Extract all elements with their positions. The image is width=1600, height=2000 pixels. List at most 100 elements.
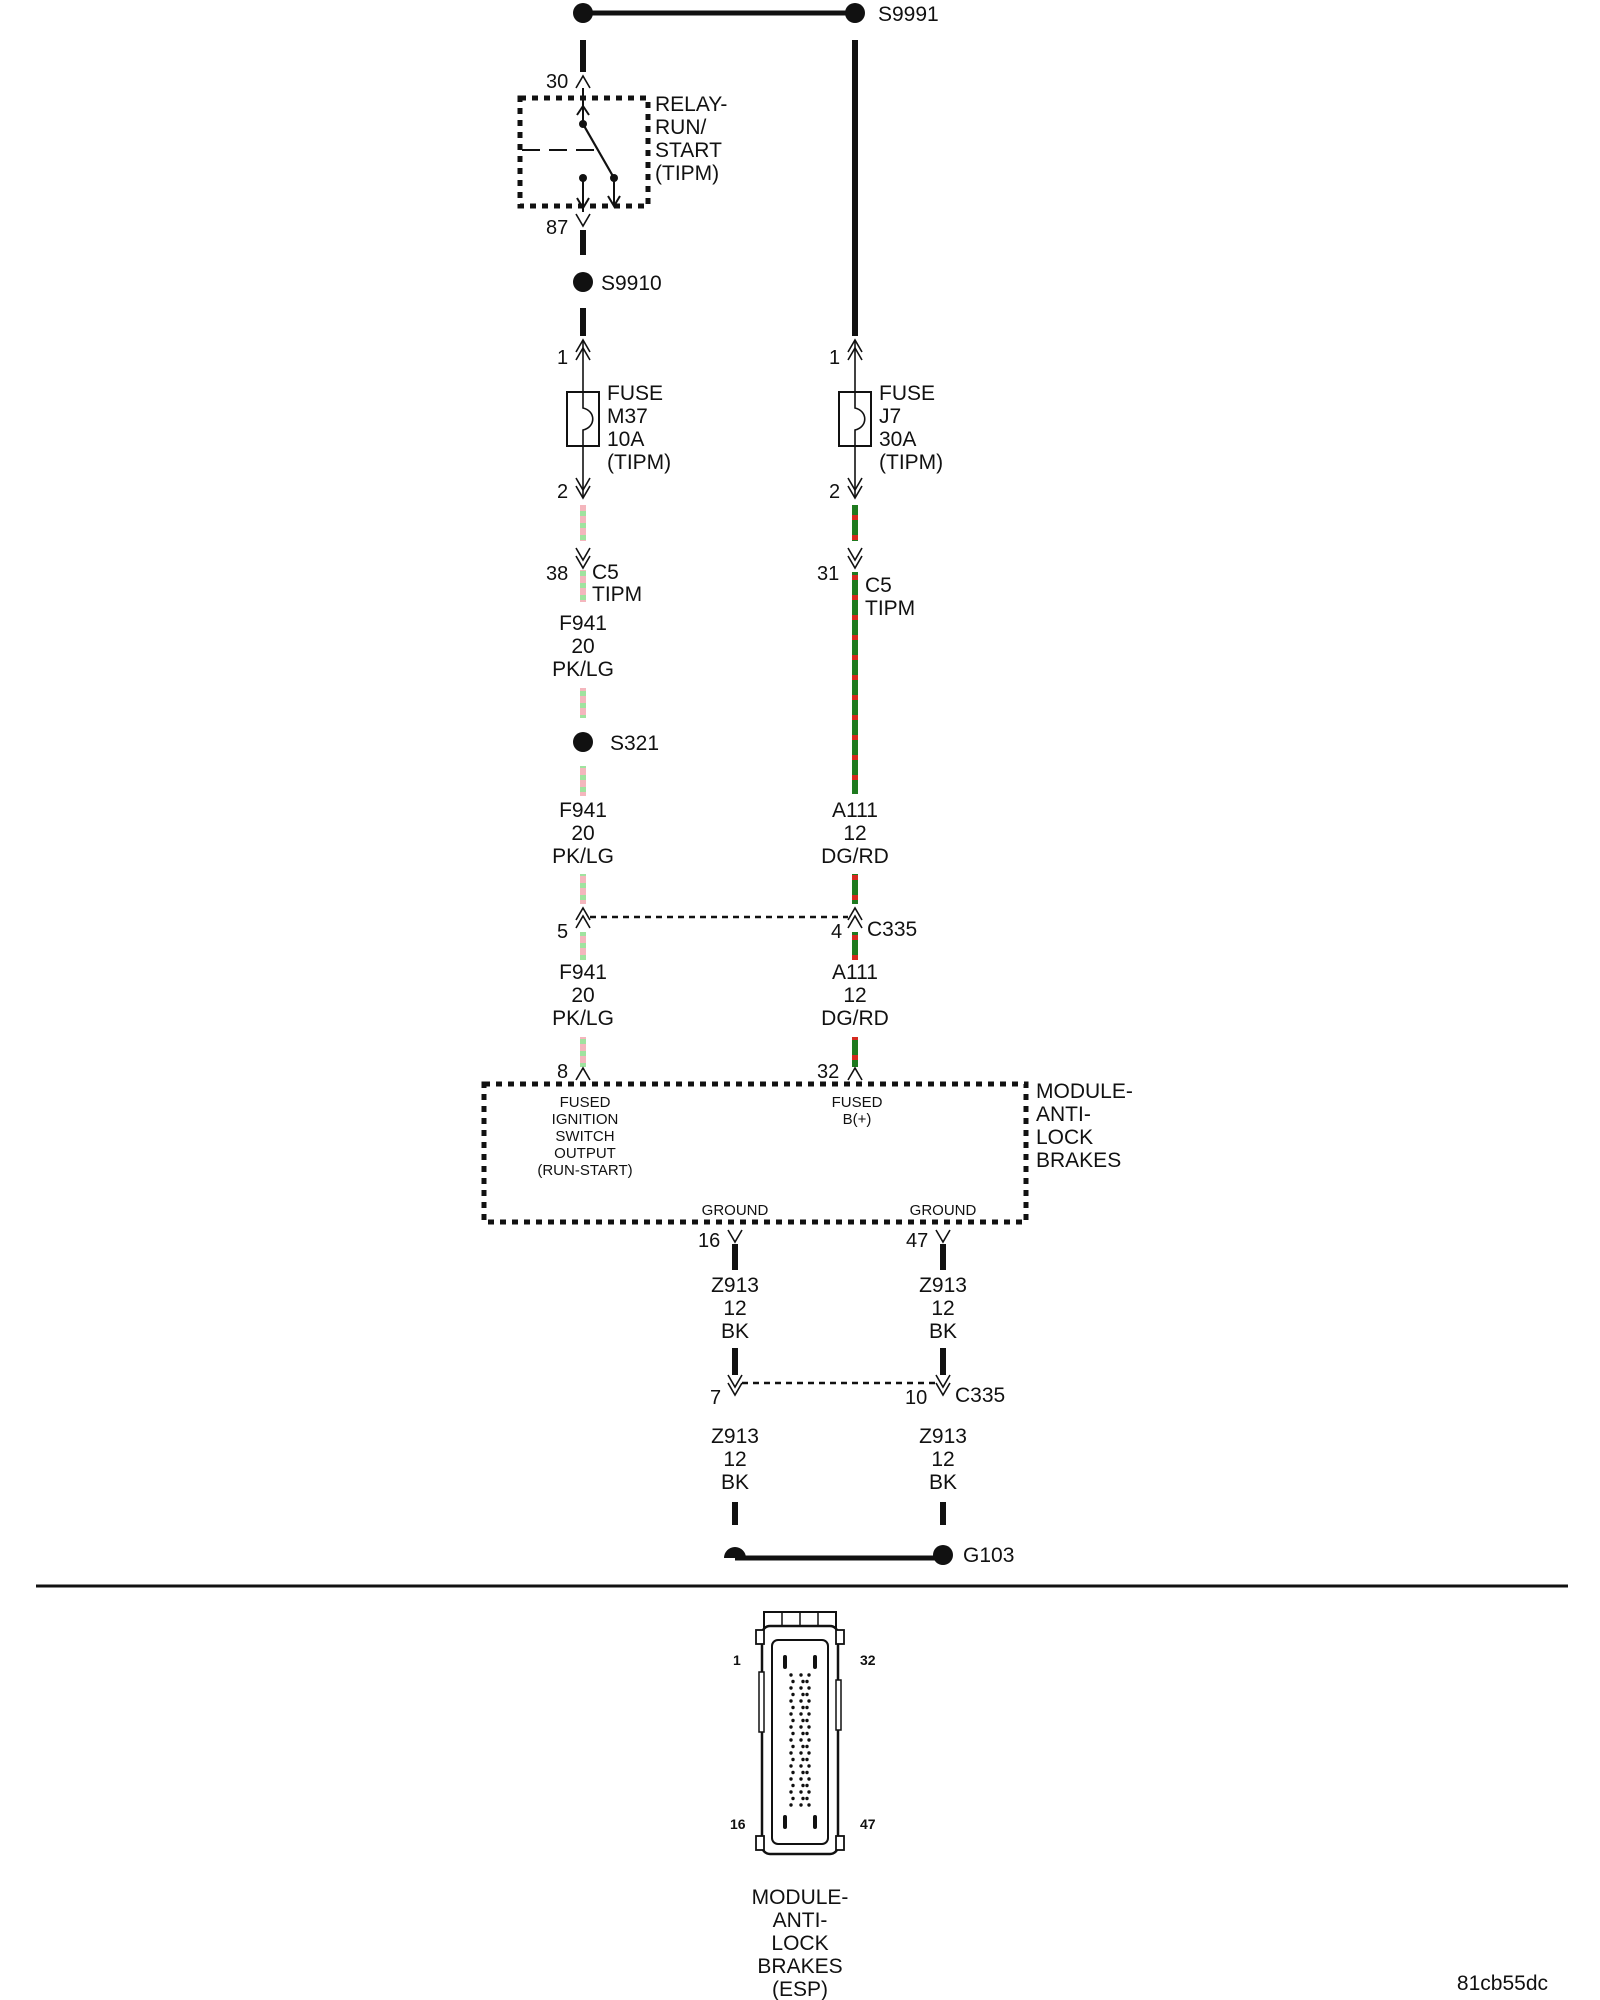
ground-left-dot	[724, 1547, 746, 1558]
connector-label-5: (ESP)	[772, 1978, 828, 2000]
pin-30-terminal	[575, 74, 591, 89]
top-bus: S9991	[573, 3, 939, 26]
wire-f941-a-line-1: F941	[559, 612, 607, 635]
fuse-m37-label-3: 10A	[607, 428, 644, 451]
wire-a111-b-line-1: A111	[832, 961, 878, 984]
connector-pin-cavity	[791, 1705, 795, 1710]
c5-left-pin: 38	[546, 563, 568, 585]
c5-left-label-1: C5	[592, 561, 619, 584]
connector-pin-cavity	[807, 1712, 811, 1716]
wire-f941-a-line-3: PK/LG	[552, 658, 614, 681]
connector-pin-cavity	[791, 1731, 795, 1736]
abs-pin-8: 8	[557, 1061, 568, 1083]
connector-left-tab-bottom	[755, 1835, 765, 1851]
abs-func-8-line-2: IGNITION	[552, 1111, 619, 1128]
wire-f941-seg-6	[580, 932, 586, 960]
connector-pin-cavity	[799, 1803, 803, 1807]
fuse-m37-pin-out: 2	[557, 481, 568, 503]
wire-z913-d-line-1: Z913	[919, 1425, 967, 1448]
wire-f941-c-line-3: PK/LG	[552, 1007, 614, 1030]
abs-module-box	[481, 1081, 1029, 1225]
connector-pin-cavity	[789, 1673, 793, 1677]
connector-pin-cavity	[791, 1796, 795, 1801]
c5-left-terminal-2	[575, 555, 591, 570]
connector-pin-cavity	[801, 1705, 805, 1710]
connector-pin-cavity	[799, 1699, 803, 1703]
fuse-j7-label-3: 30A	[879, 428, 916, 451]
connector-pin-cavity	[807, 1777, 811, 1781]
connector-pin-cavity	[807, 1751, 811, 1755]
connector-pin-cavity	[801, 1757, 805, 1762]
c335-lower-right-terminal-2	[935, 1382, 951, 1397]
connector-pin-cavity	[807, 1686, 811, 1690]
connector-pin-cavity	[789, 1777, 793, 1781]
abs-module-label-2: ANTI-	[1036, 1103, 1091, 1126]
fuse-j7: 1 2 FUSE J7 30A (TIPM)	[829, 338, 943, 503]
c335-upper-pin-right: 4	[831, 921, 842, 943]
wire-f941-seg-2	[580, 570, 586, 602]
connector-pin-cavity	[801, 1796, 805, 1801]
splice-s9910-dot	[573, 272, 593, 292]
bus-left-dot	[573, 3, 593, 23]
wire-f941-seg-1	[580, 505, 586, 541]
abs-func-8-line-4: OUTPUT	[554, 1145, 616, 1162]
abs-func-47: GROUND	[910, 1202, 977, 1219]
abs-module-label-4: BRAKES	[1036, 1149, 1121, 1172]
fuse-m37-pin-in: 1	[557, 347, 568, 369]
ground-g103-dot	[933, 1545, 953, 1565]
wire-f941-seg-4	[580, 766, 586, 796]
connector-pin-cavity	[789, 1686, 793, 1690]
c5-right-label-1: C5	[865, 574, 892, 597]
wire-a111-seg-4	[852, 932, 858, 960]
connector-pin-cavity	[801, 1770, 805, 1775]
c335-upper-label: C335	[867, 918, 917, 941]
abs-func-16: GROUND	[702, 1202, 769, 1219]
fuse-m37-label-2: M37	[607, 405, 648, 428]
connector-pin-cavity	[805, 1770, 809, 1775]
connector-label-4: BRAKES	[757, 1955, 842, 1978]
wire-z913-a-line-2: 12	[723, 1297, 746, 1320]
c335-lower-pin-right: 10	[905, 1387, 927, 1409]
c335-upper-right-terminal-2	[847, 914, 863, 929]
abs-pin-8-terminal	[575, 1066, 591, 1081]
connector-pin-cavity	[799, 1686, 803, 1690]
connector-pin-cavity	[799, 1738, 803, 1742]
fuse-m37-label-4: (TIPM)	[607, 451, 671, 474]
fuse-j7-label-2: J7	[879, 405, 901, 428]
pin-87-terminal	[575, 213, 591, 228]
c5-right-pin: 31	[817, 563, 839, 585]
connector-pin-cavity	[807, 1790, 811, 1794]
relay-arrow-down-left	[576, 197, 590, 210]
fuse-m37: 1 2 FUSE M37 10A (TIPM)	[557, 338, 671, 503]
connector-pin-cavity	[791, 1757, 795, 1762]
relay-pin-87: 87	[546, 217, 568, 239]
splice-s321-label: S321	[610, 732, 659, 755]
wire-a111-a-line-3: DG/RD	[821, 845, 889, 868]
c5-right-terminal-2	[847, 555, 863, 570]
wire-f941-seg-7	[580, 1037, 586, 1067]
connector-pin-label-16: 16	[730, 1816, 746, 1832]
connector-pin-cavity	[791, 1770, 795, 1775]
fuse-j7-label-4: (TIPM)	[879, 451, 943, 474]
c5-right-label-2: TIPM	[865, 597, 915, 620]
wire-z913-a-line-1: Z913	[711, 1274, 759, 1297]
wire-a111-seg-2	[852, 572, 858, 794]
ground-circuits: 16 47 Z913 12 BK Z913 12 BK 7 10 C335 Z9…	[698, 1229, 1014, 1567]
c335-lower-left-terminal	[727, 1374, 743, 1389]
connector-pin-cavity	[791, 1692, 795, 1697]
abs-pin-47-terminal	[935, 1229, 951, 1244]
connector-label-3: LOCK	[771, 1932, 828, 1955]
wire-f941-c-line-2: 20	[571, 984, 594, 1007]
connector-pin-cavity	[801, 1783, 805, 1788]
wire-z913-c-line-3: BK	[721, 1471, 749, 1494]
fuse-m37-out-terminal-2	[575, 485, 591, 500]
connector-pin-cavity	[805, 1692, 809, 1697]
connector-pin-cavity	[799, 1764, 803, 1768]
abs-pin-16-terminal	[727, 1229, 743, 1244]
connector-pin-cavity	[799, 1725, 803, 1729]
splice-s321-dot	[573, 732, 593, 752]
connector-pin-cavity	[805, 1783, 809, 1788]
connector-pin-cavity	[807, 1673, 811, 1677]
wire-a111-a-line-1: A111	[832, 799, 878, 822]
connector-pin-cavity	[807, 1725, 811, 1729]
